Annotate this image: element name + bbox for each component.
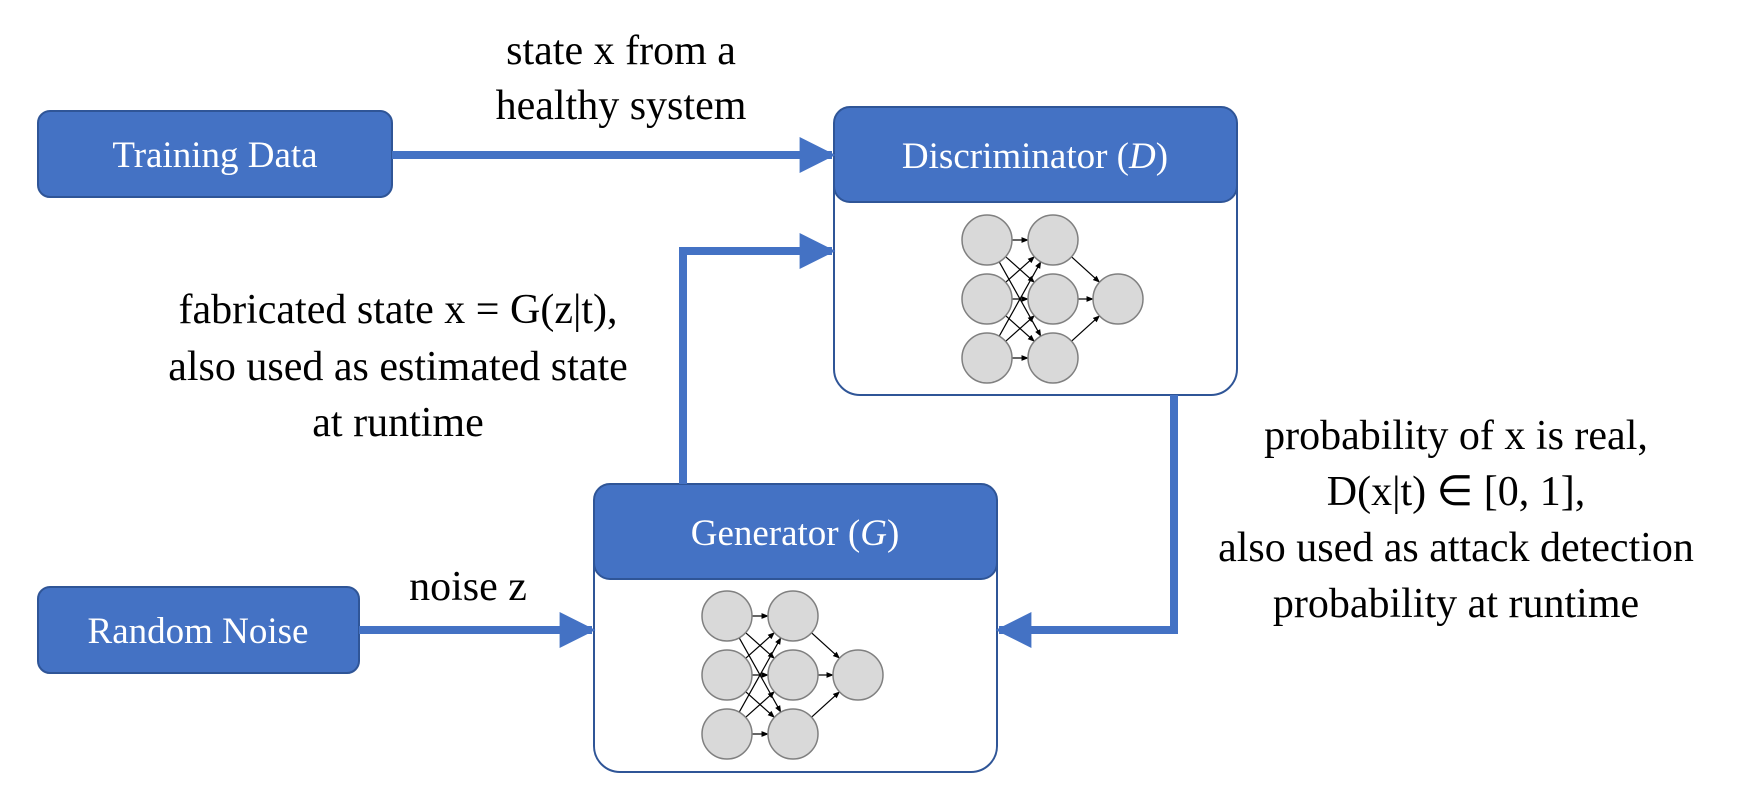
nn-neuron: [1027, 273, 1079, 325]
nn-connection: [745, 632, 775, 659]
svg-text:probability of x is real,: probability of x is real,: [1264, 413, 1648, 459]
nn-neuron: [961, 332, 1013, 384]
nn-neuron: [701, 590, 753, 642]
nn-connection: [1071, 315, 1101, 342]
generator-title: Generator (G): [691, 513, 900, 554]
nn-connection: [738, 637, 782, 713]
svg-text:also used as estimated state: also used as estimated state: [168, 344, 628, 390]
discriminator-title: Discriminator (D): [902, 136, 1168, 177]
svg-text:at runtime: at runtime: [312, 400, 483, 446]
random-noise-label: Random Noise: [88, 611, 309, 652]
nn-neuron: [767, 708, 819, 760]
nn-connection: [998, 261, 1042, 337]
neural-network-icon: [961, 214, 1144, 384]
svg-text:state x from a: state x from a: [506, 28, 736, 74]
generator-header: [593, 483, 998, 580]
nn-neuron: [701, 649, 753, 701]
neural-network-icon: [701, 590, 884, 760]
nn-neuron: [961, 273, 1013, 325]
svg-text:healthy system: healthy system: [496, 83, 747, 129]
training-data-label: Training Data: [112, 135, 317, 176]
probability-label: probability of x is real, D(x|t) ∈ [0, 1…: [1218, 413, 1694, 627]
generator-to-discriminator-arrow: [679, 233, 836, 484]
svg-text:fabricated state x = G(z|t),: fabricated state x = G(z|t),: [178, 287, 617, 333]
nn-neuron: [1027, 332, 1079, 384]
training-data-box: Training Data: [37, 110, 393, 198]
nn-connection: [811, 632, 841, 659]
discriminator-to-generator-arrow: [995, 395, 1178, 648]
svg-text:D(x|t) ∈ [0, 1],: D(x|t) ∈ [0, 1],: [1327, 469, 1585, 515]
random-noise-box: Random Noise: [37, 586, 360, 674]
healthy-state-label: state x from a healthy system: [496, 28, 747, 129]
nn-connection: [1005, 256, 1035, 283]
nn-neuron: [1092, 273, 1144, 325]
noise-label: noise z: [409, 564, 527, 610]
nn-connection: [1071, 256, 1101, 283]
generator-block: Generator (G): [593, 483, 998, 773]
nn-connection: [745, 691, 775, 718]
nn-neuron: [701, 708, 753, 760]
nn-neuron: [1027, 214, 1079, 266]
nn-connection: [811, 691, 841, 718]
nn-neuron: [961, 214, 1013, 266]
svg-text:also used as attack detection: also used as attack detection: [1218, 525, 1694, 571]
fabricated-state-label: fabricated state x = G(z|t), also used a…: [168, 287, 628, 446]
nn-connection: [1005, 315, 1035, 342]
nn-neuron: [832, 649, 884, 701]
nn-neuron: [767, 649, 819, 701]
discriminator-block: Discriminator (D): [833, 106, 1238, 396]
svg-text:probability at runtime: probability at runtime: [1273, 581, 1639, 627]
nn-neuron: [767, 590, 819, 642]
